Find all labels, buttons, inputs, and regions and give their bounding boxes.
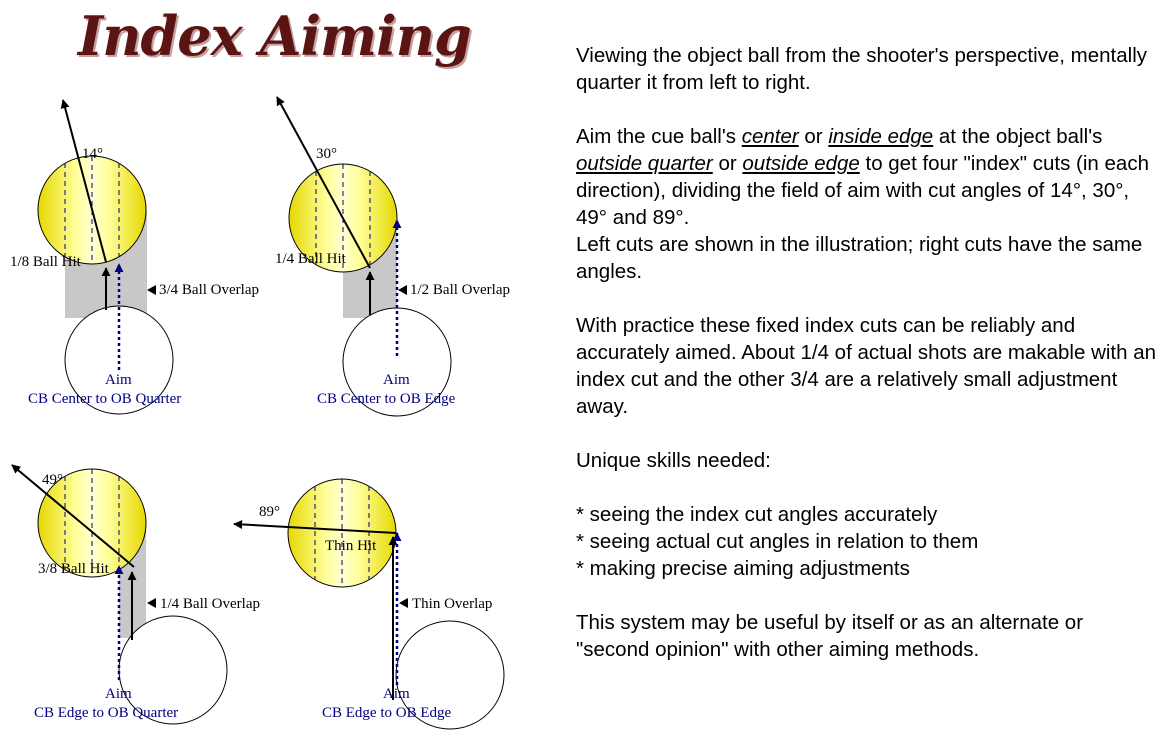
angle-label: 89° <box>259 504 280 520</box>
angle-label: 30° <box>316 146 337 162</box>
panel-49-degree: 49° 3/8 Ball Hit 1/4 Ball Overlap Aim CB… <box>11 464 260 725</box>
closing-paragraph: This system may be useful by itself or a… <box>576 611 1084 661</box>
cut-direction-arrow <box>11 464 135 568</box>
aiming-diagram: 14° 1/8 Ball Hit 3/4 Ball Overlap Aim CB… <box>10 96 510 730</box>
page-title: Index Aiming <box>78 4 472 68</box>
hit-label: 1/4 Ball Hit <box>275 251 347 267</box>
angle-label: 14° <box>82 146 103 162</box>
skill-item: * seeing actual cut angles in relation t… <box>576 530 979 553</box>
hit-label: 1/8 Ball Hit <box>10 254 82 270</box>
cut-direction-arrow <box>276 96 371 269</box>
center-emphasis: center <box>741 125 799 148</box>
inside-edge-emphasis: inside edge <box>828 125 934 148</box>
aim-label: Aim <box>105 686 132 702</box>
angle-label: 49° <box>42 472 63 488</box>
quarter-lines <box>314 479 370 587</box>
aim-label: Aim <box>105 372 132 388</box>
overlap-pointer <box>399 598 408 608</box>
method-label: CB Edge to OB Quarter <box>34 705 178 721</box>
quarter-lines <box>64 469 120 577</box>
overlap-label: 3/4 Ball Overlap <box>159 282 259 298</box>
overlap-label: 1/2 Ball Overlap <box>410 282 510 298</box>
cut-direction-arrow <box>60 99 107 263</box>
panel-30-degree: 30° 1/4 Ball Hit 1/2 Ball Overlap Aim CB… <box>275 96 510 417</box>
overlap-pointer <box>398 285 407 295</box>
skill-item: * seeing the index cut angles accurately <box>576 503 938 526</box>
cut-direction-arrow <box>233 519 397 534</box>
panel-89-degree: 89° Thin Hit Thin Overlap Aim CB Edge to… <box>233 478 505 730</box>
overlap-label: Thin Overlap <box>412 596 492 612</box>
overlap-pointer <box>147 598 156 608</box>
explanation-text: Viewing the object ball from the shooter… <box>576 42 1161 690</box>
cue-ball <box>395 620 505 730</box>
aim-label: Aim <box>383 372 410 388</box>
intro-paragraph: Viewing the object ball from the shooter… <box>576 44 1147 94</box>
method-label: CB Center to OB Edge <box>317 391 456 407</box>
outside-edge-emphasis: outside edge <box>742 152 860 175</box>
overlap-pointer <box>147 285 156 295</box>
skills-heading: Unique skills needed: <box>576 449 771 472</box>
outside-quarter-emphasis: outside quarter <box>576 152 713 175</box>
skill-item: * making precise aiming adjustments <box>576 557 910 580</box>
aim-instruction-paragraph: Aim the cue ball's center or inside edge… <box>576 125 1149 283</box>
panel-14-degree: 14° 1/8 Ball Hit 3/4 Ball Overlap Aim CB… <box>10 99 259 415</box>
practice-paragraph: With practice these fixed index cuts can… <box>576 314 1157 418</box>
cue-ball <box>64 305 174 415</box>
overlap-label: 1/4 Ball Overlap <box>160 596 260 612</box>
cue-ball <box>118 615 228 725</box>
hit-label: Thin Hit <box>325 538 377 554</box>
method-label: CB Edge to OB Edge <box>322 705 451 721</box>
method-label: CB Center to OB Quarter <box>28 391 181 407</box>
hit-label: 3/8 Ball Hit <box>38 561 110 577</box>
aim-label: Aim <box>383 686 410 702</box>
